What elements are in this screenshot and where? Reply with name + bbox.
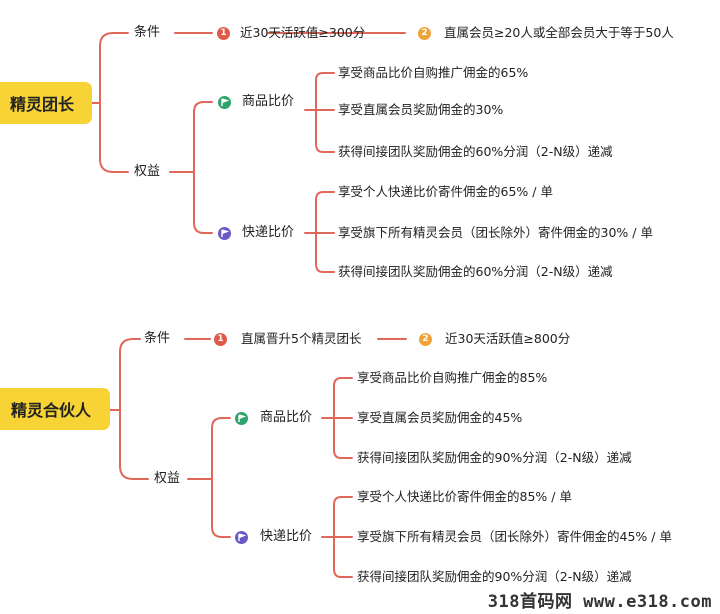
benefit-item: 享受个人快递比价寄件佣金的65% / 单	[338, 184, 553, 199]
green-flag-icon	[218, 96, 231, 109]
root-node-label: 精灵合伙人	[10, 401, 91, 420]
benefit-item: 获得间接团队奖励佣金的60%分润（2-N级）递减	[338, 144, 613, 159]
condition-item: 近30天活跃值≥300分	[240, 25, 366, 40]
benefit-item: 享受直属会员奖励佣金的45%	[357, 410, 523, 425]
purple-flag-icon	[218, 227, 231, 240]
benefit-item: 获得间接团队奖励佣金的60%分润（2-N级）递减	[338, 264, 613, 279]
benefit-item: 享受直属会员奖励佣金的30%	[338, 102, 504, 117]
root-node-tuanzhang: 精灵团长	[0, 82, 92, 124]
benefit-item: 享受商品比价自购推广佣金的65%	[338, 65, 529, 80]
benefits-label: 权益	[154, 471, 181, 486]
root-node-hehuoren: 精灵合伙人	[0, 388, 110, 430]
site-watermark: 318首码网 www.e318.com	[487, 592, 712, 612]
category-label-goods: 商品比价	[242, 94, 295, 109]
benefit-item: 获得间接团队奖励佣金的90%分润（2-N级）递减	[357, 569, 632, 584]
condition-label: 条件	[134, 25, 161, 40]
green-flag-icon	[235, 412, 248, 425]
category-label-express: 快递比价	[260, 529, 313, 544]
benefit-item: 享受旗下所有精灵会员（团长除外）寄件佣金的45% / 单	[357, 529, 672, 544]
category-label-goods: 商品比价	[260, 410, 313, 425]
condition-item: 直属会员≥20人或全部会员大于等于50人	[444, 25, 674, 40]
number-1-badge-icon: 1	[217, 27, 230, 40]
number-1-badge-icon: 1	[214, 333, 227, 346]
benefit-item: 享受商品比价自购推广佣金的85%	[357, 370, 548, 385]
condition-item: 直属晋升5个精灵团长	[241, 331, 362, 346]
benefits-label: 权益	[134, 164, 161, 179]
condition-label: 条件	[144, 331, 171, 346]
condition-item: 近30天活跃值≥800分	[445, 331, 571, 346]
benefit-item: 享受旗下所有精灵会员（团长除外）寄件佣金的30% / 单	[338, 225, 653, 240]
number-2-badge-icon: 2	[418, 27, 431, 40]
category-label-express: 快递比价	[242, 225, 295, 240]
root-node-label: 精灵团长	[9, 95, 74, 114]
number-2-badge-icon: 2	[419, 333, 432, 346]
benefit-item: 享受个人快递比价寄件佣金的85% / 单	[357, 489, 572, 504]
benefit-item: 获得间接团队奖励佣金的90%分润（2-N级）递减	[357, 450, 632, 465]
purple-flag-icon	[235, 531, 248, 544]
